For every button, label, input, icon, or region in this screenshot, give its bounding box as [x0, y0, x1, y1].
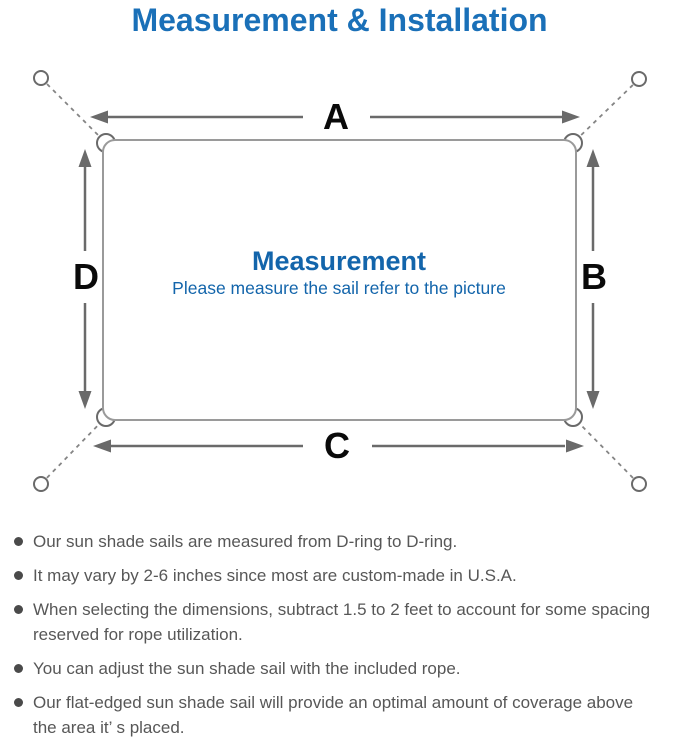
anchor-point-icon: [631, 71, 647, 87]
note-text: Our sun shade sails are measured from D-…: [33, 532, 458, 551]
tie-line-bottom-left-icon: [40, 416, 107, 485]
bullet-icon: [14, 537, 23, 546]
list-item: Our flat-edged sun shade sail will provi…: [14, 690, 673, 739]
anchor-point-icon: [631, 476, 647, 492]
bullet-icon: [14, 605, 23, 614]
measurement-diagram: A C D B Measurement Please measure the s…: [33, 70, 647, 492]
tie-line-bottom-right-icon: [572, 416, 640, 485]
anchor-point-icon: [33, 70, 49, 86]
note-text: You can adjust the sun shade sail with t…: [33, 659, 461, 678]
note-text: When selecting the dimensions, subtract …: [33, 600, 651, 644]
arrowhead-down-icon: [586, 391, 600, 409]
bullet-icon: [14, 664, 23, 673]
list-item: Our sun shade sails are measured from D-…: [14, 529, 673, 554]
page-title: Measurement & Installation: [131, 2, 548, 38]
arrowhead-right-icon: [562, 110, 580, 124]
tie-line-top-left-icon: [40, 77, 107, 144]
arrowhead-right-icon: [566, 439, 584, 453]
arrowhead-up-icon: [586, 149, 600, 167]
bullet-icon: [14, 698, 23, 707]
dimension-label-b: B: [581, 256, 607, 297]
dimension-label-c: C: [324, 425, 350, 466]
arrowhead-left-icon: [90, 110, 108, 124]
note-text: It may vary by 2-6 inches since most are…: [33, 566, 517, 585]
anchor-point-icon: [33, 476, 49, 492]
bullet-icon: [14, 571, 23, 580]
tie-line-top-right-icon: [572, 78, 640, 144]
dimension-label-d: D: [73, 256, 99, 297]
list-item: It may vary by 2-6 inches since most are…: [14, 563, 673, 588]
sail-outline: [102, 139, 577, 421]
note-text: Our flat-edged sun shade sail will provi…: [33, 693, 634, 737]
arrowhead-left-icon: [93, 439, 111, 453]
list-item: When selecting the dimensions, subtract …: [14, 597, 673, 647]
list-item: You can adjust the sun shade sail with t…: [14, 656, 673, 681]
diagram-center-title: Measurement: [252, 246, 426, 276]
notes-list: Our sun shade sails are measured from D-…: [14, 529, 673, 739]
arrowhead-up-icon: [78, 149, 92, 167]
diagram-center-subtitle: Please measure the sail refer to the pic…: [172, 278, 506, 298]
arrowhead-down-icon: [78, 391, 92, 409]
dimension-label-a: A: [323, 96, 349, 137]
